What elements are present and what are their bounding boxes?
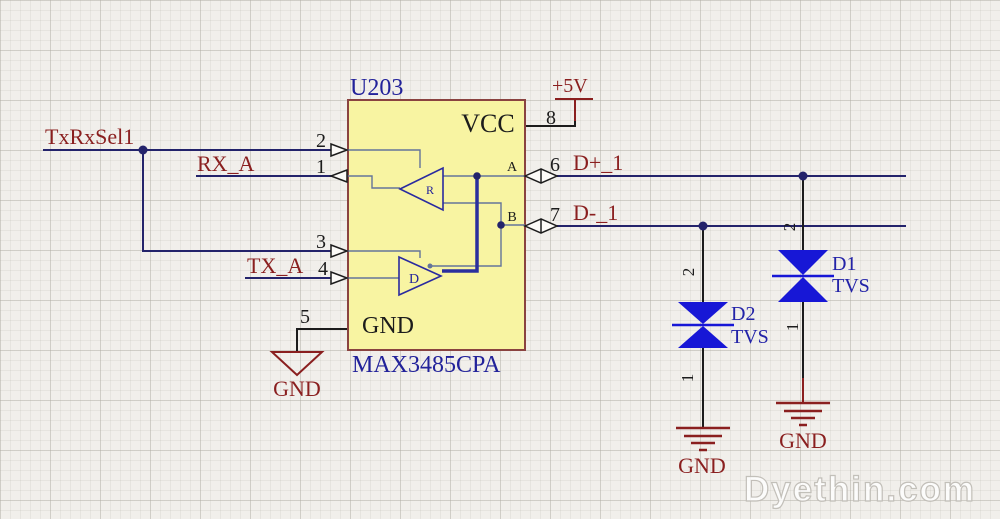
gnd-label-d2: GND xyxy=(678,453,726,478)
tvs-diode-d2-icon xyxy=(672,302,734,348)
ic-refdes: U203 xyxy=(350,75,403,101)
wire-pin8-vcc xyxy=(525,121,576,127)
pin4-input-arrow-icon xyxy=(330,270,350,286)
pin-number-7: 7 xyxy=(550,204,560,226)
pin7-bidir-arrow-icon xyxy=(523,218,559,234)
internal-b-leg xyxy=(430,225,502,267)
ic-port-b-label: B xyxy=(507,210,516,225)
ground-triangle-icon xyxy=(269,351,325,377)
tvs-diode-d1-icon xyxy=(772,250,834,302)
ic-body xyxy=(347,99,526,351)
d1-value: TVS xyxy=(832,275,870,297)
d2-value: TVS xyxy=(731,326,769,348)
wire-pin5-gnd xyxy=(296,328,348,352)
d1-pin-1: 1 xyxy=(783,323,802,332)
driver-triangle-icon xyxy=(398,255,443,297)
pin-number-8: 8 xyxy=(546,107,556,129)
d1-refdes: D1 xyxy=(832,253,856,275)
junction-dot-d-minus xyxy=(698,221,708,231)
gnd-label-d1: GND xyxy=(779,428,827,453)
pin-number-3: 3 xyxy=(316,231,326,253)
receiver-label: R xyxy=(426,183,434,197)
junction-dot-txrxsel1 xyxy=(138,145,148,155)
ic-part-number: MAX3485CPA xyxy=(352,352,501,378)
pin-number-1: 1 xyxy=(316,156,326,178)
junction-dot-b xyxy=(497,221,505,229)
pin6-bidir-arrow-icon xyxy=(523,168,559,184)
net-label-d-minus: D-_1 xyxy=(573,200,618,225)
internal-ro xyxy=(347,175,400,189)
ic-gnd-label: GND xyxy=(362,313,414,339)
gnd-label-left: GND xyxy=(273,376,321,401)
junction-dot-d-plus xyxy=(798,171,808,181)
pin-number-2: 2 xyxy=(316,130,326,152)
d1-pin-2: 2 xyxy=(780,223,799,232)
junction-dot-a xyxy=(473,172,481,180)
d2-pin-2: 2 xyxy=(679,268,698,277)
receiver-triangle-icon xyxy=(398,166,444,212)
internal-driver-a-bus xyxy=(442,176,479,273)
junction-dot-driver xyxy=(427,263,433,269)
pin-number-4: 4 xyxy=(318,258,328,280)
net-label-txrxsel1: TxRxSel1 xyxy=(45,124,134,149)
internal-enable-de xyxy=(347,250,421,258)
ic-vcc-label: VCC xyxy=(461,109,514,138)
wire-txrxsel1-branch xyxy=(142,150,332,252)
driver-label: D xyxy=(409,272,419,287)
pin-number-6: 6 xyxy=(550,154,560,176)
net-label-tx-a: TX_A xyxy=(247,253,303,278)
pin1-output-arrow-icon xyxy=(328,168,348,184)
pin-number-5: 5 xyxy=(300,306,310,328)
pin3-input-arrow-icon xyxy=(330,243,350,259)
net-label-5v: +5V xyxy=(552,75,588,97)
watermark: Dyethin.com xyxy=(743,469,977,509)
internal-r-b-input xyxy=(443,202,502,225)
d1-earth-ground-icon xyxy=(776,401,830,427)
net-label-rx-a: RX_A xyxy=(197,151,255,176)
d2-refdes: D2 xyxy=(731,303,755,325)
ic-port-a-label: A xyxy=(507,160,518,175)
d2-earth-ground-icon xyxy=(676,426,730,452)
internal-enable-re xyxy=(347,149,421,168)
pin2-input-arrow-icon xyxy=(330,142,350,158)
d2-pin-1: 1 xyxy=(678,374,697,383)
net-label-d-plus: D+_1 xyxy=(573,150,623,175)
